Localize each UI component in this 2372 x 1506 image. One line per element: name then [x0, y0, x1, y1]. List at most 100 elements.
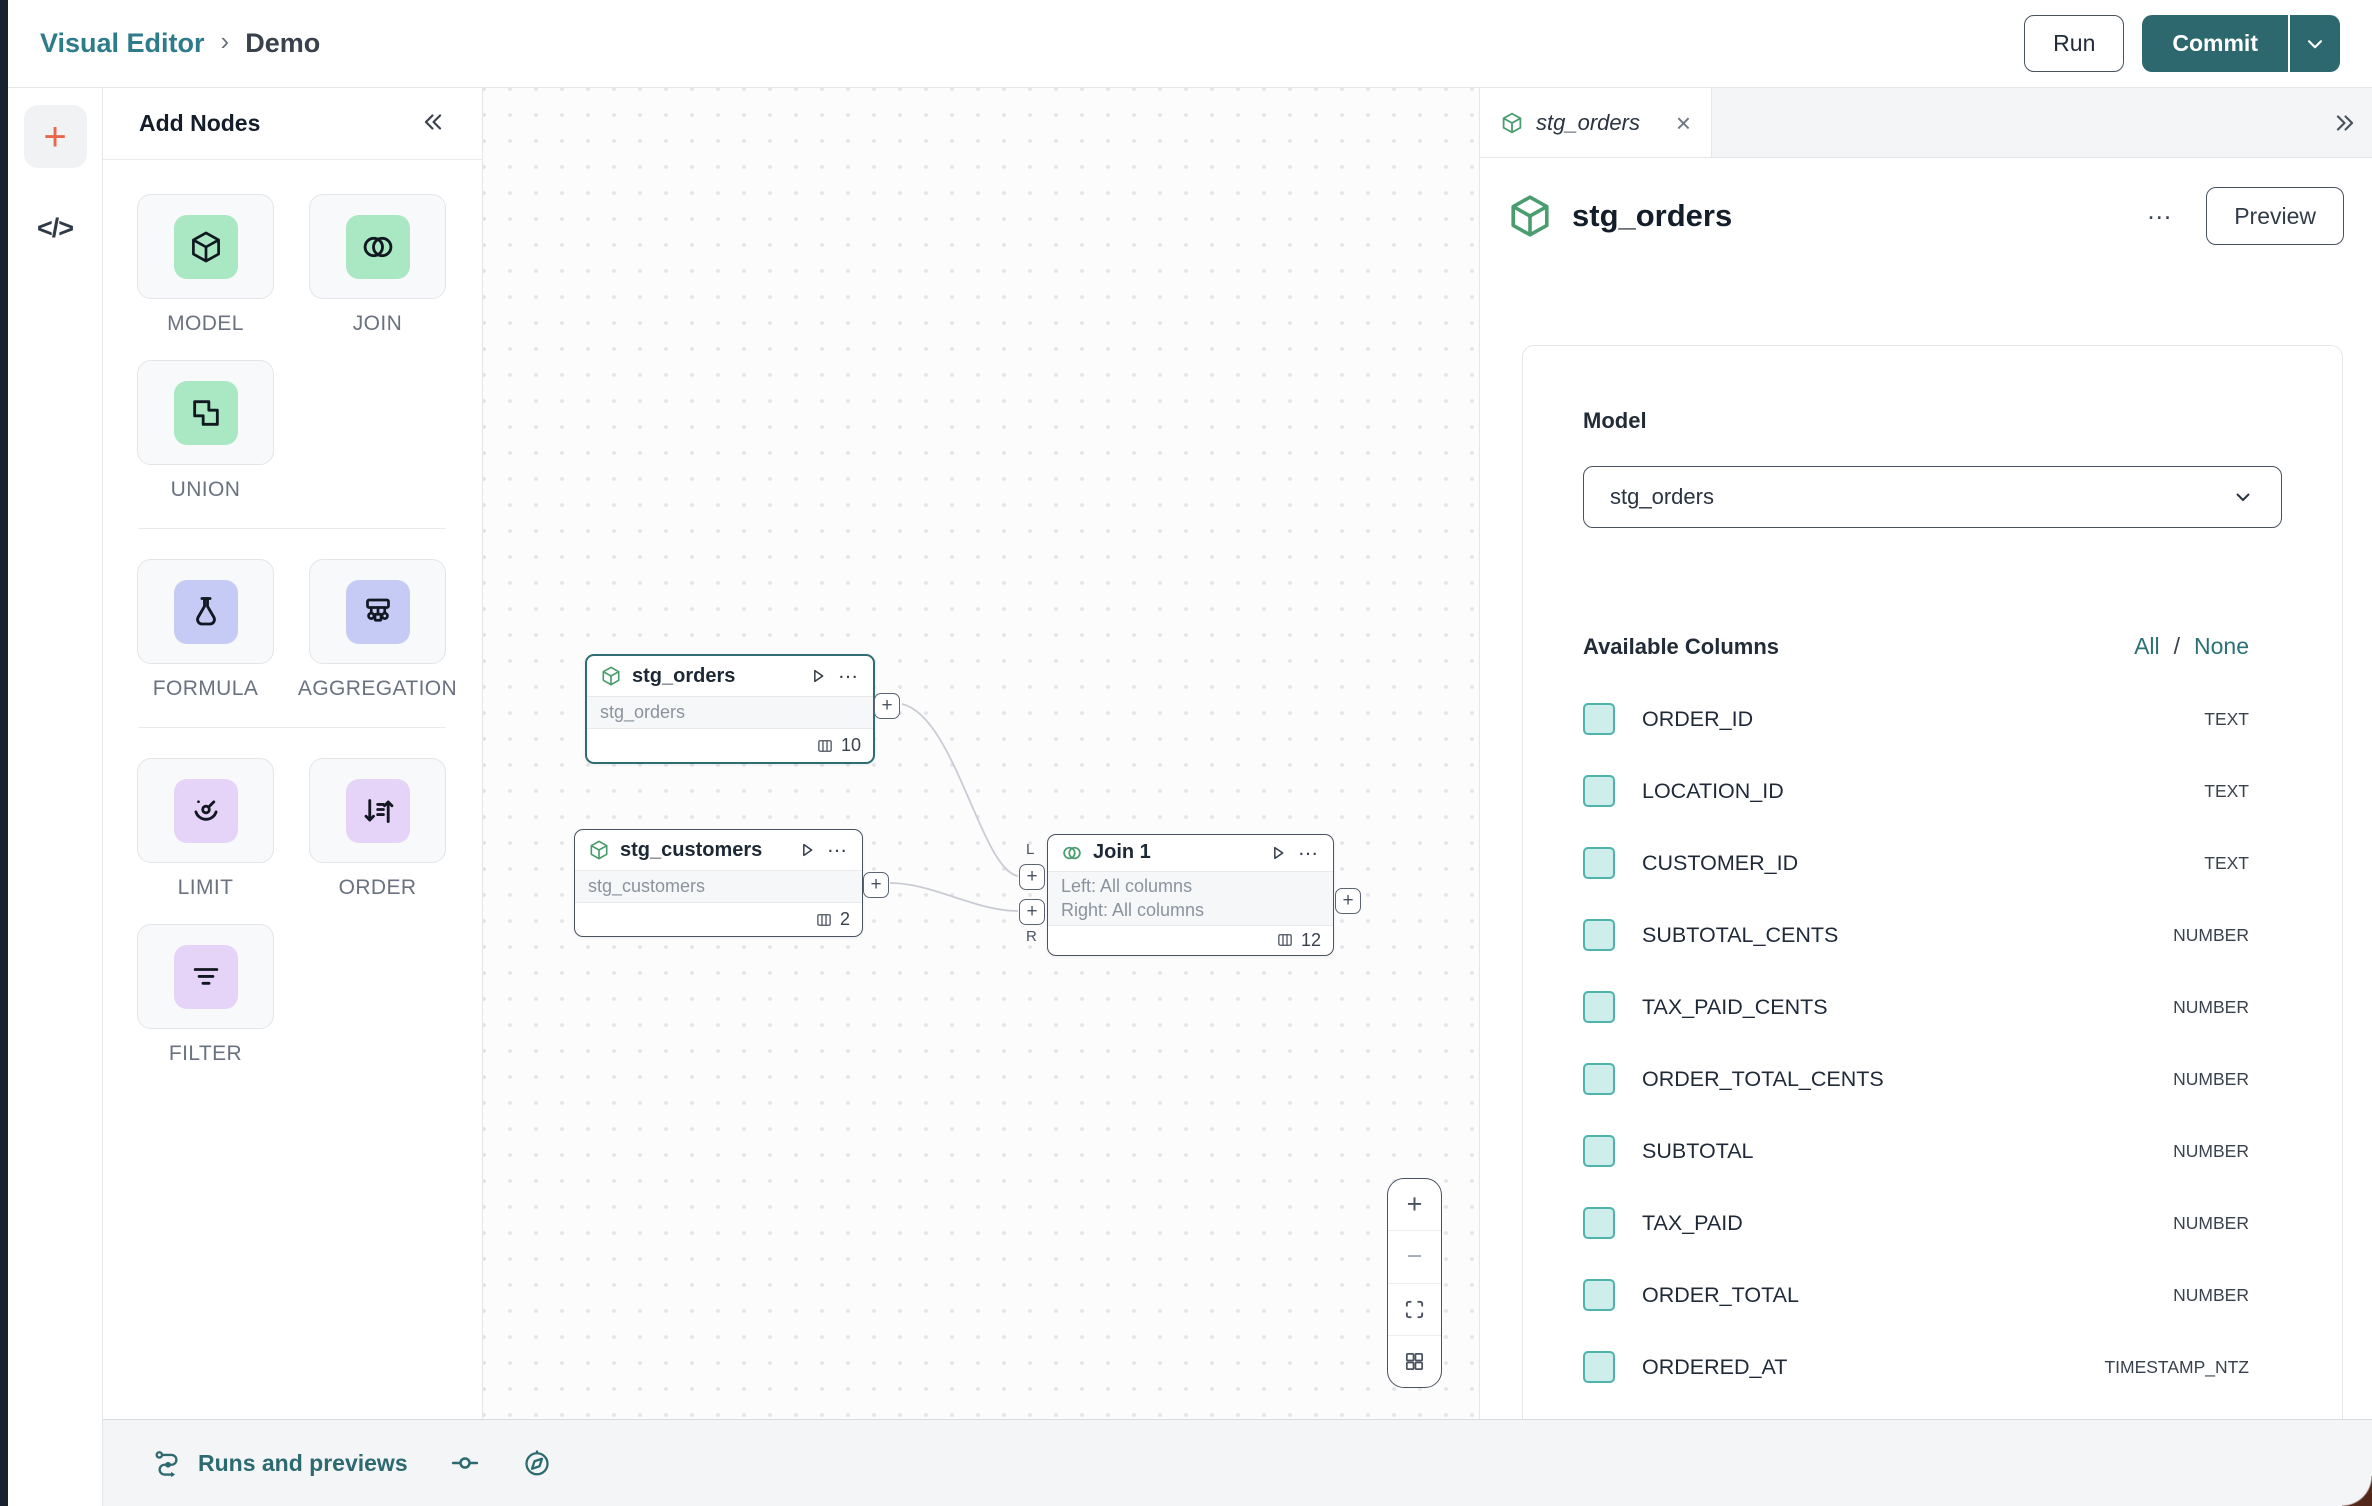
column-checkbox[interactable] [1583, 1063, 1615, 1095]
column-checkbox[interactable] [1583, 1279, 1615, 1311]
node-title: Join 1 [1093, 841, 1151, 864]
node-menu-button[interactable]: … [838, 672, 861, 680]
fit-view-button[interactable] [1388, 1283, 1441, 1335]
window-edge [0, 0, 8, 1506]
select-links-separator: / [2174, 633, 2180, 660]
node-header: stg_customers … [575, 830, 862, 870]
runs-and-previews-button[interactable]: Runs and previews [153, 1448, 408, 1478]
column-type: NUMBER [2173, 1213, 2249, 1234]
available-columns-header: Available Columns All / None [1583, 633, 2282, 660]
column-name: TAX_PAID [1642, 1211, 1743, 1236]
output-port-add-button[interactable]: + [863, 872, 889, 898]
right-port-label: R [1026, 928, 1037, 945]
play-icon [1268, 843, 1288, 863]
chevron-down-icon [2231, 485, 2255, 509]
node-footer: 10 [587, 729, 873, 762]
run-node-button[interactable] [797, 840, 817, 860]
node-menu-button[interactable]: … [827, 846, 850, 854]
close-tab-button[interactable]: × [1676, 110, 1691, 136]
flow-canvas[interactable]: stg_orders … stg_orders 10 + stg_custome… [483, 88, 1479, 1419]
column-checkbox[interactable] [1583, 775, 1615, 807]
breadcrumb-visual-editor-link[interactable]: Visual Editor [40, 28, 205, 59]
model-field-label: Model [1583, 408, 2282, 434]
node-card-model[interactable]: MODEL [137, 194, 274, 336]
commit-dropdown-button[interactable] [2288, 15, 2340, 72]
canvas-node-stg-orders[interactable]: stg_orders … stg_orders 10 + [585, 654, 875, 764]
node-card-filter[interactable]: FILTER [137, 924, 274, 1066]
commit-button[interactable]: Commit [2142, 15, 2288, 72]
window-corner [2342, 1476, 2372, 1506]
column-checkbox[interactable] [1583, 1207, 1615, 1239]
sort-arrows-icon [346, 779, 410, 843]
run-button[interactable]: Run [2024, 15, 2124, 72]
panel-title: stg_orders [1572, 198, 1732, 234]
add-nodes-panel: Add Nodes MODEL JOIN UNION FOR [103, 88, 483, 1419]
flask-icon [174, 580, 238, 644]
column-type: NUMBER [2173, 1141, 2249, 1162]
bottom-bar: Runs and previews [103, 1419, 2372, 1506]
column-count: 2 [840, 909, 850, 930]
column-checkbox[interactable] [1583, 991, 1615, 1023]
select-none-link[interactable]: None [2194, 633, 2249, 660]
column-row: SUBTOTAL NUMBER [1583, 1115, 2282, 1187]
column-type: NUMBER [2173, 1285, 2249, 1306]
model-select-value: stg_orders [1610, 484, 1714, 510]
node-menu-button[interactable]: … [1298, 849, 1321, 857]
node-card-limit[interactable]: LIMIT [137, 758, 274, 900]
column-checkbox[interactable] [1583, 847, 1615, 879]
run-node-button[interactable] [1268, 843, 1288, 863]
column-type: NUMBER [2173, 925, 2249, 946]
node-card-label: FORMULA [153, 677, 258, 701]
commit-history-button[interactable] [450, 1448, 480, 1478]
output-port-add-button[interactable]: + [874, 693, 900, 719]
route-icon [153, 1448, 183, 1478]
column-checkbox[interactable] [1583, 919, 1615, 951]
select-links: All / None [2134, 633, 2249, 660]
commit-split-button: Commit [2142, 15, 2340, 72]
add-node-rail-button[interactable]: + [24, 105, 87, 168]
column-checkbox[interactable] [1583, 703, 1615, 735]
select-all-link[interactable]: All [2134, 633, 2160, 660]
node-card-label: MODEL [167, 312, 244, 336]
node-card-label: ORDER [339, 876, 417, 900]
column-name: SUBTOTAL_CENTS [1642, 923, 1838, 948]
output-port-add-button[interactable]: + [1335, 888, 1361, 914]
left-input-port-button[interactable]: + [1019, 864, 1045, 890]
column-checkbox[interactable] [1583, 1351, 1615, 1383]
node-card-label: AGGREGATION [298, 677, 457, 701]
column-name: TAX_PAID_CENTS [1642, 995, 1828, 1020]
node-card-join[interactable]: JOIN [309, 194, 446, 336]
expand-panel-button[interactable] [2332, 88, 2358, 157]
zoom-in-button[interactable]: + [1388, 1179, 1441, 1230]
join-left-summary: Left: All columns [1061, 876, 1320, 897]
canvas-node-join-1[interactable]: Join 1 … Left: All columns Right: All co… [1047, 834, 1334, 956]
code-view-button[interactable]: </> [37, 213, 73, 244]
column-row: TAX_PAID NUMBER [1583, 1187, 2282, 1259]
tab-stg-orders[interactable]: stg_orders × [1480, 88, 1712, 157]
canvas-node-stg-customers[interactable]: stg_customers … stg_customers 2 + [574, 829, 863, 937]
panel-menu-button[interactable]: … [2146, 210, 2174, 222]
column-count: 10 [841, 735, 861, 756]
column-row: ORDERED_AT TIMESTAMP_NTZ [1583, 1331, 2282, 1403]
chevrons-left-icon [420, 109, 446, 135]
columns-icon [815, 911, 833, 929]
node-card-order[interactable]: ORDER [309, 758, 446, 900]
run-node-button[interactable] [808, 666, 828, 686]
auto-layout-button[interactable] [1388, 1335, 1441, 1387]
right-input-port-button[interactable]: + [1019, 899, 1045, 925]
top-bar: Visual Editor › Demo Run Commit [8, 0, 2372, 88]
node-card-formula[interactable]: FORMULA [137, 559, 274, 701]
column-type: NUMBER [2173, 997, 2249, 1018]
columns-list: ORDER_ID TEXT LOCATION_ID TEXT CUSTOMER_… [1583, 683, 2282, 1403]
compass-button[interactable] [522, 1448, 552, 1478]
zoom-out-button[interactable]: − [1388, 1230, 1441, 1282]
collapse-panel-button[interactable] [420, 109, 446, 138]
column-row: ORDER_TOTAL NUMBER [1583, 1259, 2282, 1331]
preview-button[interactable]: Preview [2206, 187, 2344, 245]
node-card-union[interactable]: UNION [137, 360, 274, 502]
group-divider [139, 528, 446, 529]
node-card-aggregation[interactable]: AGGREGATION [309, 559, 446, 701]
model-select[interactable]: stg_orders [1583, 466, 2282, 528]
column-name: CUSTOMER_ID [1642, 851, 1798, 876]
column-checkbox[interactable] [1583, 1135, 1615, 1167]
